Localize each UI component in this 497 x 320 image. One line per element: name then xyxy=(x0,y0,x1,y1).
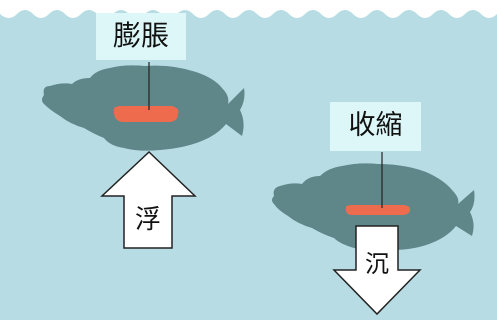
swim-bladder-expanded xyxy=(113,106,179,122)
label-box-expand xyxy=(96,13,186,60)
label-box-contract xyxy=(330,102,421,151)
down-arrow-icon xyxy=(332,225,422,316)
label-expand: 膨脹 xyxy=(112,19,169,52)
up-arrow-icon xyxy=(100,150,197,249)
label-sink: 沉 xyxy=(365,250,389,278)
label-contract: 收縮 xyxy=(348,110,403,141)
water-surface-wave xyxy=(0,0,497,18)
label-float: 浮 xyxy=(134,205,161,235)
swim-bladder-contracted xyxy=(345,205,411,215)
